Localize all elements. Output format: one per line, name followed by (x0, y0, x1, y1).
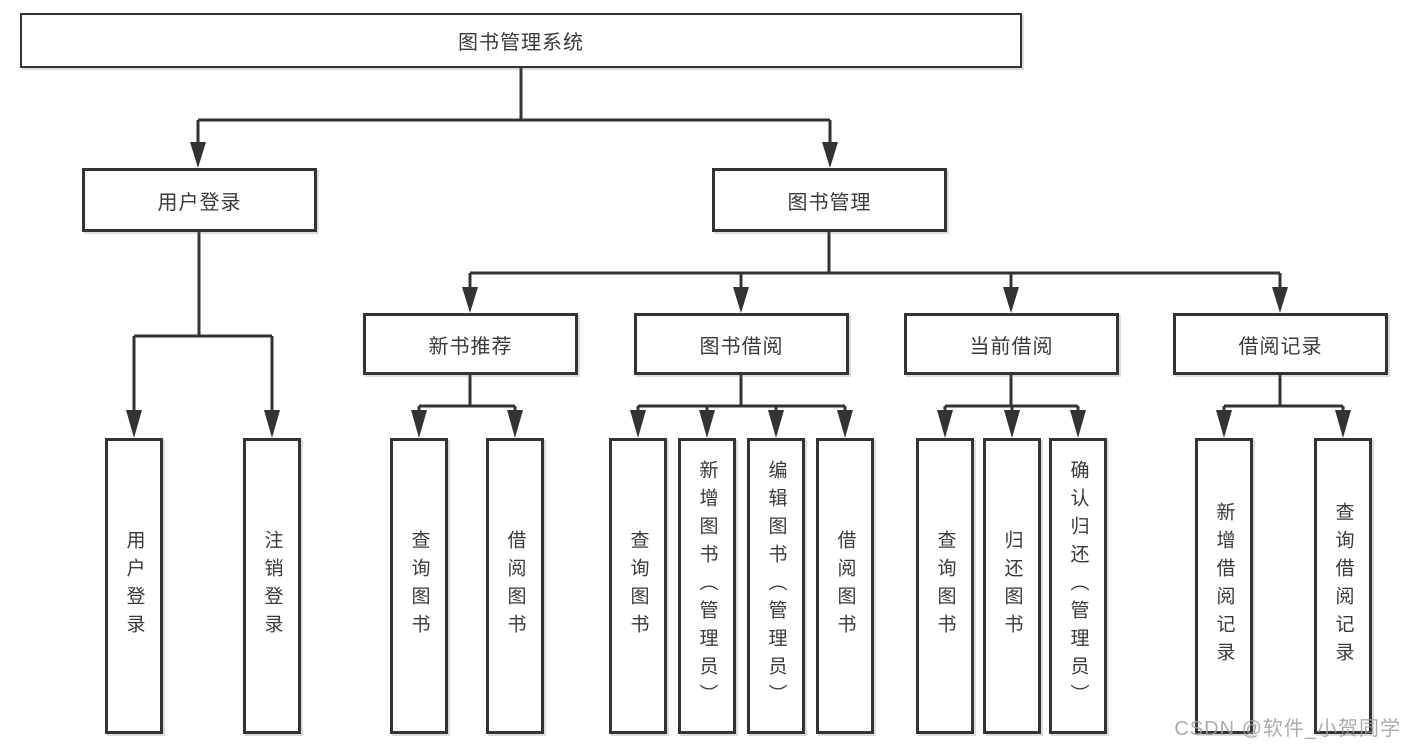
leaf-label: 确认归还（管理员） (1067, 460, 1089, 712)
arrow-icon (126, 410, 142, 438)
leaf-user-login: 用户登录 (105, 438, 163, 734)
leaf-confirm-return-admin: 确认归还（管理员） (1049, 438, 1107, 734)
leaf-borrow-books-rec: 借阅图书 (486, 438, 544, 734)
leaf-return-books: 归还图书 (983, 438, 1041, 734)
node-label: 用户登录 (157, 191, 242, 214)
arrow-icon (507, 410, 523, 438)
leaf-query-borrow-record: 查询借阅记录 (1314, 438, 1372, 734)
leaf-label: 借阅图书 (504, 530, 526, 642)
leaf-query-books-current: 查询图书 (916, 438, 974, 734)
leaf-label: 查询图书 (627, 530, 649, 642)
leaf-label: 注销登录 (261, 530, 283, 642)
arrow-icon (822, 142, 838, 168)
arrow-icon (462, 287, 478, 313)
node-root-library-system: 图书管理系统 (20, 13, 1022, 68)
leaf-add-borrow-record: 新增借阅记录 (1195, 438, 1253, 734)
node-new-book-recommendation: 新书推荐 (363, 313, 578, 375)
node-label: 借阅记录 (1238, 335, 1323, 358)
node-current-borrowing: 当前借阅 (904, 313, 1119, 375)
node-label: 当前借阅 (969, 335, 1054, 358)
node-user-login: 用户登录 (82, 168, 317, 232)
connector-user-login-to-leaves (132, 232, 274, 416)
arrow-icon (190, 142, 206, 168)
leaf-label: 新增图书（管理员） (696, 460, 718, 712)
arrow-icon (1216, 410, 1232, 438)
connector-borrow-records-to-leaves (1222, 375, 1345, 414)
leaf-borrow-books: 借阅图书 (816, 438, 874, 734)
node-label: 图书管理系统 (458, 32, 584, 54)
arrow-icon (630, 410, 646, 438)
arrow-icon (768, 410, 784, 438)
leaf-logout: 注销登录 (243, 438, 301, 734)
arrow-icon (837, 410, 853, 438)
arrowheads (126, 142, 1351, 438)
arrow-icon (1003, 287, 1019, 313)
leaf-label: 查询图书 (408, 530, 430, 642)
node-label: 图书借阅 (699, 335, 784, 358)
node-label: 新书推荐 (428, 335, 513, 358)
connector-new-book-rec-to-leaves (417, 375, 517, 414)
leaf-edit-books-admin: 编辑图书（管理员） (747, 438, 805, 734)
leaf-label: 归还图书 (1001, 530, 1023, 642)
node-book-borrowing: 图书借阅 (634, 313, 849, 375)
node-book-management: 图书管理 (712, 168, 947, 232)
arrow-icon (1004, 410, 1020, 438)
connector-book-mgmt-to-level3 (468, 232, 1282, 291)
leaf-label: 借阅图书 (834, 530, 856, 642)
leaf-label: 查询借阅记录 (1332, 502, 1354, 670)
node-borrowing-records: 借阅记录 (1173, 313, 1388, 375)
connector-book-borrow-to-leaves (636, 375, 847, 414)
leaf-query-books-borrow: 查询图书 (609, 438, 667, 734)
leaf-add-books-admin: 新增图书（管理员） (678, 438, 736, 734)
arrow-icon (411, 410, 427, 438)
arrow-icon (1335, 410, 1351, 438)
leaf-label: 新增借阅记录 (1213, 502, 1235, 670)
connector-root-to-level2 (196, 68, 832, 146)
leaf-label: 编辑图书（管理员） (765, 460, 787, 712)
arrow-icon (1070, 410, 1086, 438)
csdn-watermark: CSDN @软件_小贺同学 (1174, 718, 1401, 740)
node-label: 图书管理 (787, 191, 872, 214)
leaf-label: 查询图书 (934, 530, 956, 642)
arrow-icon (937, 410, 953, 438)
leaf-label: 用户登录 (123, 530, 145, 642)
arrow-icon (699, 410, 715, 438)
arrow-icon (733, 287, 749, 313)
connector-current-borrow-to-leaves (943, 375, 1080, 414)
leaf-query-books-rec: 查询图书 (390, 438, 448, 734)
arrow-icon (1272, 287, 1288, 313)
arrow-icon (264, 410, 280, 438)
